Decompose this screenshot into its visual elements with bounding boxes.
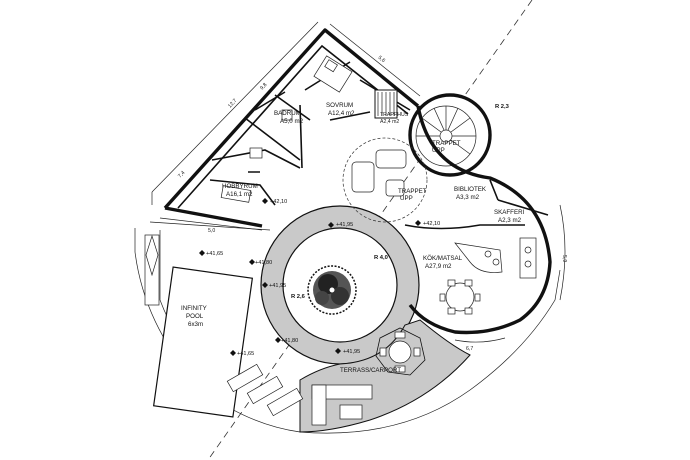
dimension-label: 5,9 xyxy=(561,255,567,262)
dimension-lines xyxy=(151,21,566,343)
infinity-pool xyxy=(152,266,254,418)
trapphus-area: A2,4 m2 xyxy=(380,119,399,125)
bibliotek-label: BIBLIOTEK xyxy=(454,186,487,193)
dining-table xyxy=(439,279,481,315)
level-text: +42,10 xyxy=(423,221,440,227)
radius-label: R 4,0 xyxy=(374,255,388,261)
radius-label: R 2,6 xyxy=(291,294,306,300)
level-text: +42,10 xyxy=(270,199,287,205)
room-walls xyxy=(209,91,311,206)
dimension-label: 7,4 xyxy=(177,170,186,179)
badrum-area: A5,0 m2 xyxy=(280,118,304,125)
terrass-label: TERRASS/CARPORT xyxy=(340,367,401,374)
hobbyrum-label: HOBBYRUM xyxy=(222,183,258,190)
pool-size: 6x3m xyxy=(188,321,203,328)
level-text: +41,80 xyxy=(281,338,298,344)
dimension-label: 6,7 xyxy=(466,346,473,352)
tree-icon xyxy=(307,265,357,315)
dimension-label: 5,0 xyxy=(208,228,215,234)
kok-area: A27,9 m2 xyxy=(425,263,452,270)
kitchen-wing xyxy=(408,105,552,335)
trapphus-label: TRAPPHUS xyxy=(380,112,409,118)
pool-lounger-detail xyxy=(145,234,159,277)
dimension-label: 12,7 xyxy=(227,98,238,110)
outdoor-sofa xyxy=(311,384,373,426)
stair xyxy=(374,89,398,119)
level-markers xyxy=(199,198,421,356)
kitchen-island xyxy=(454,242,503,273)
dimension-label: 9,8 xyxy=(259,82,268,91)
kitchen-counter xyxy=(519,237,537,279)
kok-label: KÖK/MATSAL xyxy=(423,255,463,262)
level-text: +41,95 xyxy=(336,222,353,228)
living-area xyxy=(342,137,428,223)
house-walls-west xyxy=(164,206,263,228)
hobbyrum-area: A16,1 m2 xyxy=(226,191,253,198)
level-text: +41,95 xyxy=(269,283,286,289)
dimension-label: 5,6 xyxy=(377,55,386,64)
trappet-note: UPP xyxy=(432,147,445,154)
hobby-furniture xyxy=(220,109,293,203)
library-tower xyxy=(408,93,492,177)
skafferi-label: SKAFFERI xyxy=(494,209,525,216)
level-text: +41,65 xyxy=(237,351,254,357)
level-text: +41,65 xyxy=(206,251,223,257)
sofa-group xyxy=(351,149,407,197)
level-text: +41,80 xyxy=(255,260,272,266)
kitchen-wing-inner xyxy=(404,179,549,230)
trappet2-label: TRAPPET xyxy=(398,188,427,195)
bed xyxy=(313,55,353,93)
trappet-label: TRAPPET xyxy=(432,140,461,147)
badrum-label: BADRUM xyxy=(274,110,301,117)
sun-loungers xyxy=(226,363,304,417)
sovrum-area: A12,4 m2 xyxy=(328,110,355,117)
pool-label: INFINITY xyxy=(181,305,207,312)
pool-label-2: POOL xyxy=(186,313,204,320)
bibliotek-area: A3,3 m2 xyxy=(456,194,480,201)
trappet2-note: UPP xyxy=(400,195,413,202)
radius-label: R 2,3 xyxy=(495,104,510,110)
sovrum-label: SOVRUM xyxy=(326,102,353,109)
house-walls xyxy=(163,28,420,210)
level-text: +41,95 xyxy=(343,349,360,355)
skafferi-area: A2,3 m2 xyxy=(498,217,522,224)
outdoor-dining xyxy=(375,327,426,376)
